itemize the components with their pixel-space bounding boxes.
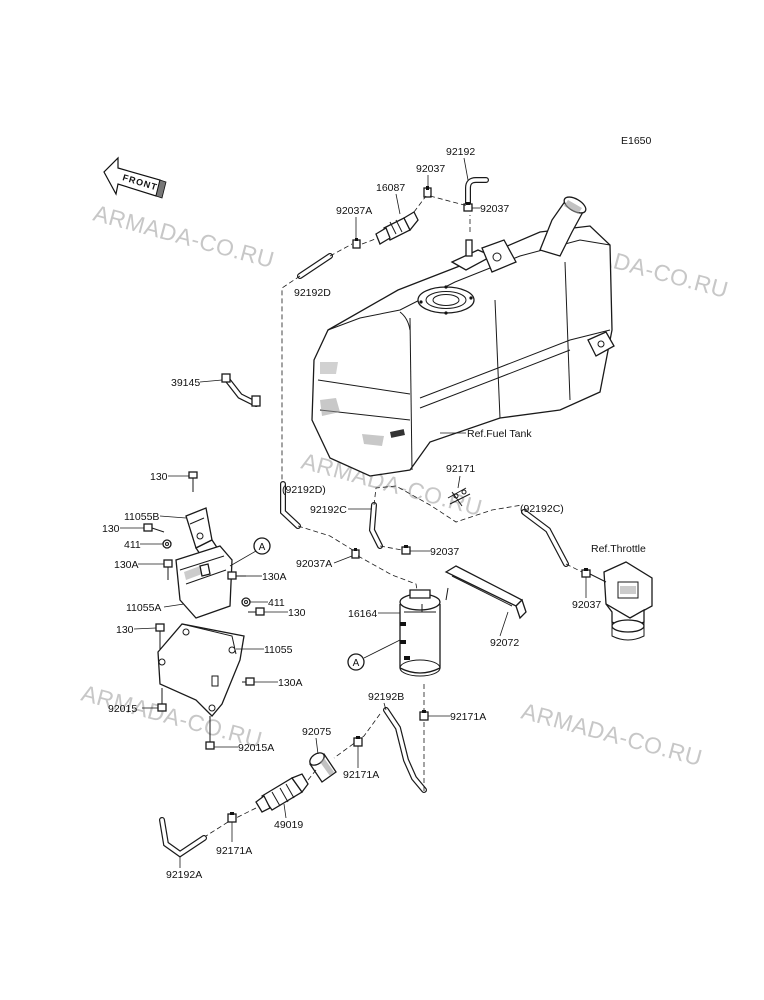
callout-a-2: A	[347, 639, 401, 671]
bracket-11055	[157, 623, 245, 717]
bolt-130A-3	[242, 677, 255, 686]
label-92192: 92192	[446, 146, 475, 158]
label-130A-2: 130A	[262, 571, 287, 583]
clip-92171	[447, 487, 471, 507]
label-92072: 92072	[490, 637, 519, 649]
valve-16087	[375, 211, 419, 245]
label-92015: 92015	[108, 703, 137, 715]
hose-92192	[465, 177, 489, 209]
label-411-2: 411	[268, 597, 285, 609]
washer-411-1	[162, 539, 172, 549]
label-92192C-paren: (92192C)	[520, 503, 564, 515]
damper-92075	[309, 752, 337, 783]
callout-a-1: A	[229, 537, 271, 567]
front-arrow-icon: FRONT	[103, 156, 167, 199]
label-11055: 11055	[264, 644, 293, 656]
label-130-1: 130	[150, 471, 168, 483]
label-92037A-top: 92037A	[336, 205, 372, 217]
part-labels: 92192 92037 16087 92037A 92037 92192D 39…	[102, 146, 646, 881]
clamp-92037-mid	[401, 545, 411, 555]
label-130A-1: 130A	[114, 559, 139, 571]
label-92192A: 92192A	[166, 869, 202, 881]
canister-16164	[399, 589, 441, 677]
hose-92192C-long	[521, 509, 569, 567]
clamp-92171A-2	[353, 736, 363, 747]
bolt-130-4	[155, 623, 165, 650]
label-11055A: 11055A	[126, 602, 161, 614]
bolt-130-2	[143, 523, 165, 533]
hose-92192C	[368, 502, 383, 549]
bolt-130A-2	[227, 571, 246, 580]
bracket-11055A	[175, 545, 233, 619]
clamp-92037-throttle	[581, 568, 591, 578]
throttle-body	[589, 561, 653, 641]
label-92037-throttle: 92037	[572, 599, 601, 611]
callout-a-2-label: A	[353, 658, 360, 669]
label-92037-right: 92037	[480, 203, 509, 215]
nut-92015A	[205, 716, 215, 750]
clamp-92037-right	[463, 202, 473, 212]
label-92171A-1: 92171A	[450, 711, 486, 723]
label-92171A-3: 92171A	[216, 845, 252, 857]
label-92192D: 92192D	[294, 287, 331, 299]
clamp-92171A-1	[419, 710, 429, 721]
nut-92015	[157, 688, 167, 712]
label-ref-throttle: Ref.Throttle	[591, 543, 646, 555]
part-39145	[221, 373, 261, 407]
label-49019: 49019	[274, 819, 303, 831]
watermark-5: ARMADA-CO.RU	[519, 698, 706, 771]
label-411-1: 411	[124, 539, 141, 551]
fuel-tank	[311, 196, 615, 477]
label-92192D-paren: (92192D)	[282, 484, 326, 496]
watermark-1: ARMADA-CO.RU	[91, 200, 278, 273]
label-16087: 16087	[376, 182, 405, 194]
hose-92192D	[297, 253, 333, 279]
label-92037A-mid: 92037A	[296, 558, 332, 570]
label-92171: 92171	[446, 463, 475, 475]
label-92075: 92075	[302, 726, 331, 738]
bolt-130-3	[248, 607, 265, 616]
label-130-2: 130	[102, 523, 120, 535]
label-92037-top: 92037	[416, 163, 445, 175]
clamp-92171A-3	[227, 812, 237, 823]
hose-92192B	[383, 707, 427, 793]
diagram-code: E1650	[621, 135, 652, 147]
bolt-130A-1	[163, 559, 173, 580]
label-92015A: 92015A	[238, 742, 274, 754]
label-130-4: 130	[116, 624, 134, 636]
filter-49019	[255, 773, 309, 813]
label-92192C: 92192C	[310, 504, 347, 516]
bolt-130-1	[188, 471, 198, 492]
hose-92192A	[159, 817, 207, 858]
label-11055B: 11055B	[124, 511, 159, 523]
label-92037-mid: 92037	[430, 546, 459, 558]
label-92192B: 92192B	[368, 691, 404, 703]
label-39145: 39145	[171, 377, 200, 389]
label-130A-3: 130A	[278, 677, 303, 689]
washer-411-2	[241, 597, 251, 607]
label-16164: 16164	[348, 608, 377, 620]
clamp-92037A-top	[352, 238, 361, 249]
callout-a-1-label: A	[259, 542, 266, 553]
label-ref-fuel-tank: Ref.Fuel Tank	[467, 428, 532, 440]
bracket-92072	[444, 565, 527, 620]
clamp-92037-top	[423, 186, 432, 198]
clamp-92037A-mid	[351, 548, 360, 559]
label-130-3: 130	[288, 607, 306, 619]
hose-92192D-lower	[280, 481, 301, 529]
label-92171A-2: 92171A	[343, 769, 379, 781]
